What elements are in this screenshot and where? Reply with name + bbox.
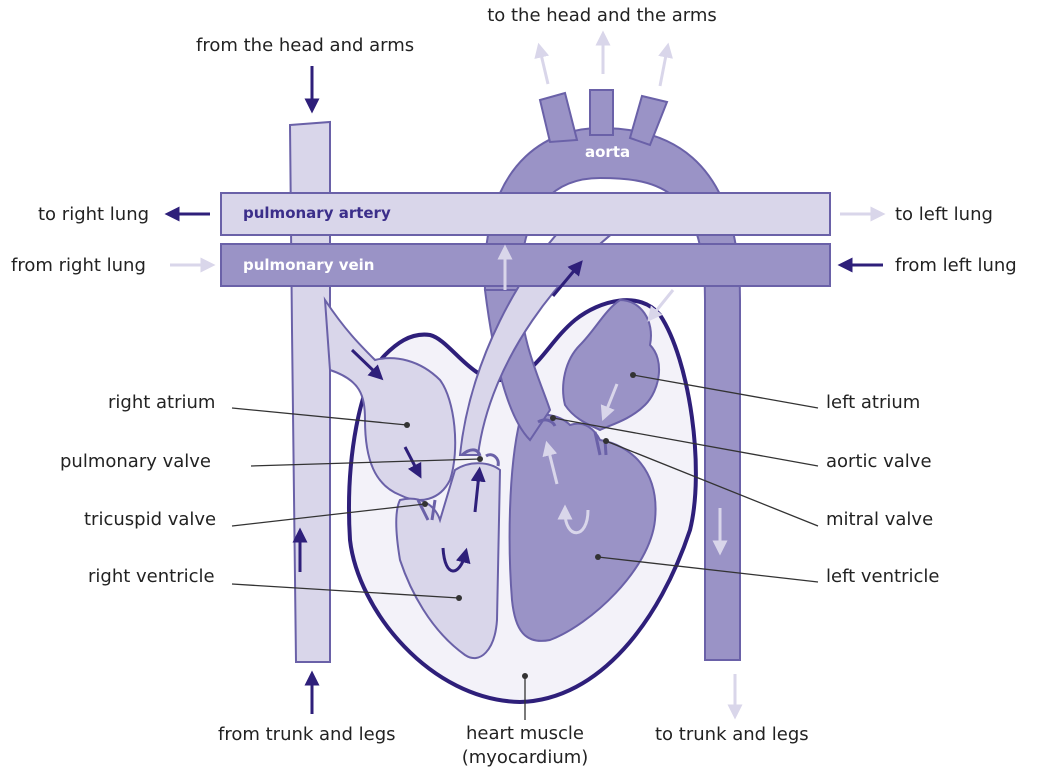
label-from-head-and-arms: from the head and arms xyxy=(196,35,414,56)
label-pulmonary-valve: pulmonary valve xyxy=(60,451,211,472)
label-from-right-lung: from right lung xyxy=(11,255,146,276)
arrow-head-left xyxy=(540,50,548,84)
arrow-head-right xyxy=(660,50,667,86)
aorta-branch-right xyxy=(630,96,667,145)
right-atrium-shape xyxy=(325,300,455,500)
label-aortic-valve: aortic valve xyxy=(826,451,932,472)
label-left-ventricle: left ventricle xyxy=(826,566,939,587)
label-to-trunk-and-legs: to trunk and legs xyxy=(655,724,809,745)
label-heart-muscle-line2: (myocardium) xyxy=(440,746,610,770)
label-left-atrium: left atrium xyxy=(826,392,920,413)
label-to-head-and-arms: to the head and the arms xyxy=(482,5,722,26)
aorta-branch-left xyxy=(540,93,577,142)
label-right-ventricle: right ventricle xyxy=(88,566,215,587)
label-heart-muscle-line1: heart muscle xyxy=(440,722,610,746)
label-heart-muscle: heart muscle (myocardium) xyxy=(440,722,610,770)
label-to-left-lung: to left lung xyxy=(895,204,993,225)
label-tricuspid-valve: tricuspid valve xyxy=(84,509,216,530)
label-mitral-valve: mitral valve xyxy=(826,509,933,530)
label-from-trunk-and-legs: from trunk and legs xyxy=(218,724,396,745)
arrow-la-in xyxy=(652,290,673,316)
label-from-left-lung: from left lung xyxy=(895,255,1017,276)
label-to-right-lung: to right lung xyxy=(38,204,149,225)
label-pulmonary-vein: pulmonary vein xyxy=(243,256,374,274)
label-aorta: aorta xyxy=(585,143,630,161)
label-right-atrium: right atrium xyxy=(108,392,215,413)
aorta-branch-middle xyxy=(590,90,613,135)
label-pulmonary-artery: pulmonary artery xyxy=(243,204,391,222)
